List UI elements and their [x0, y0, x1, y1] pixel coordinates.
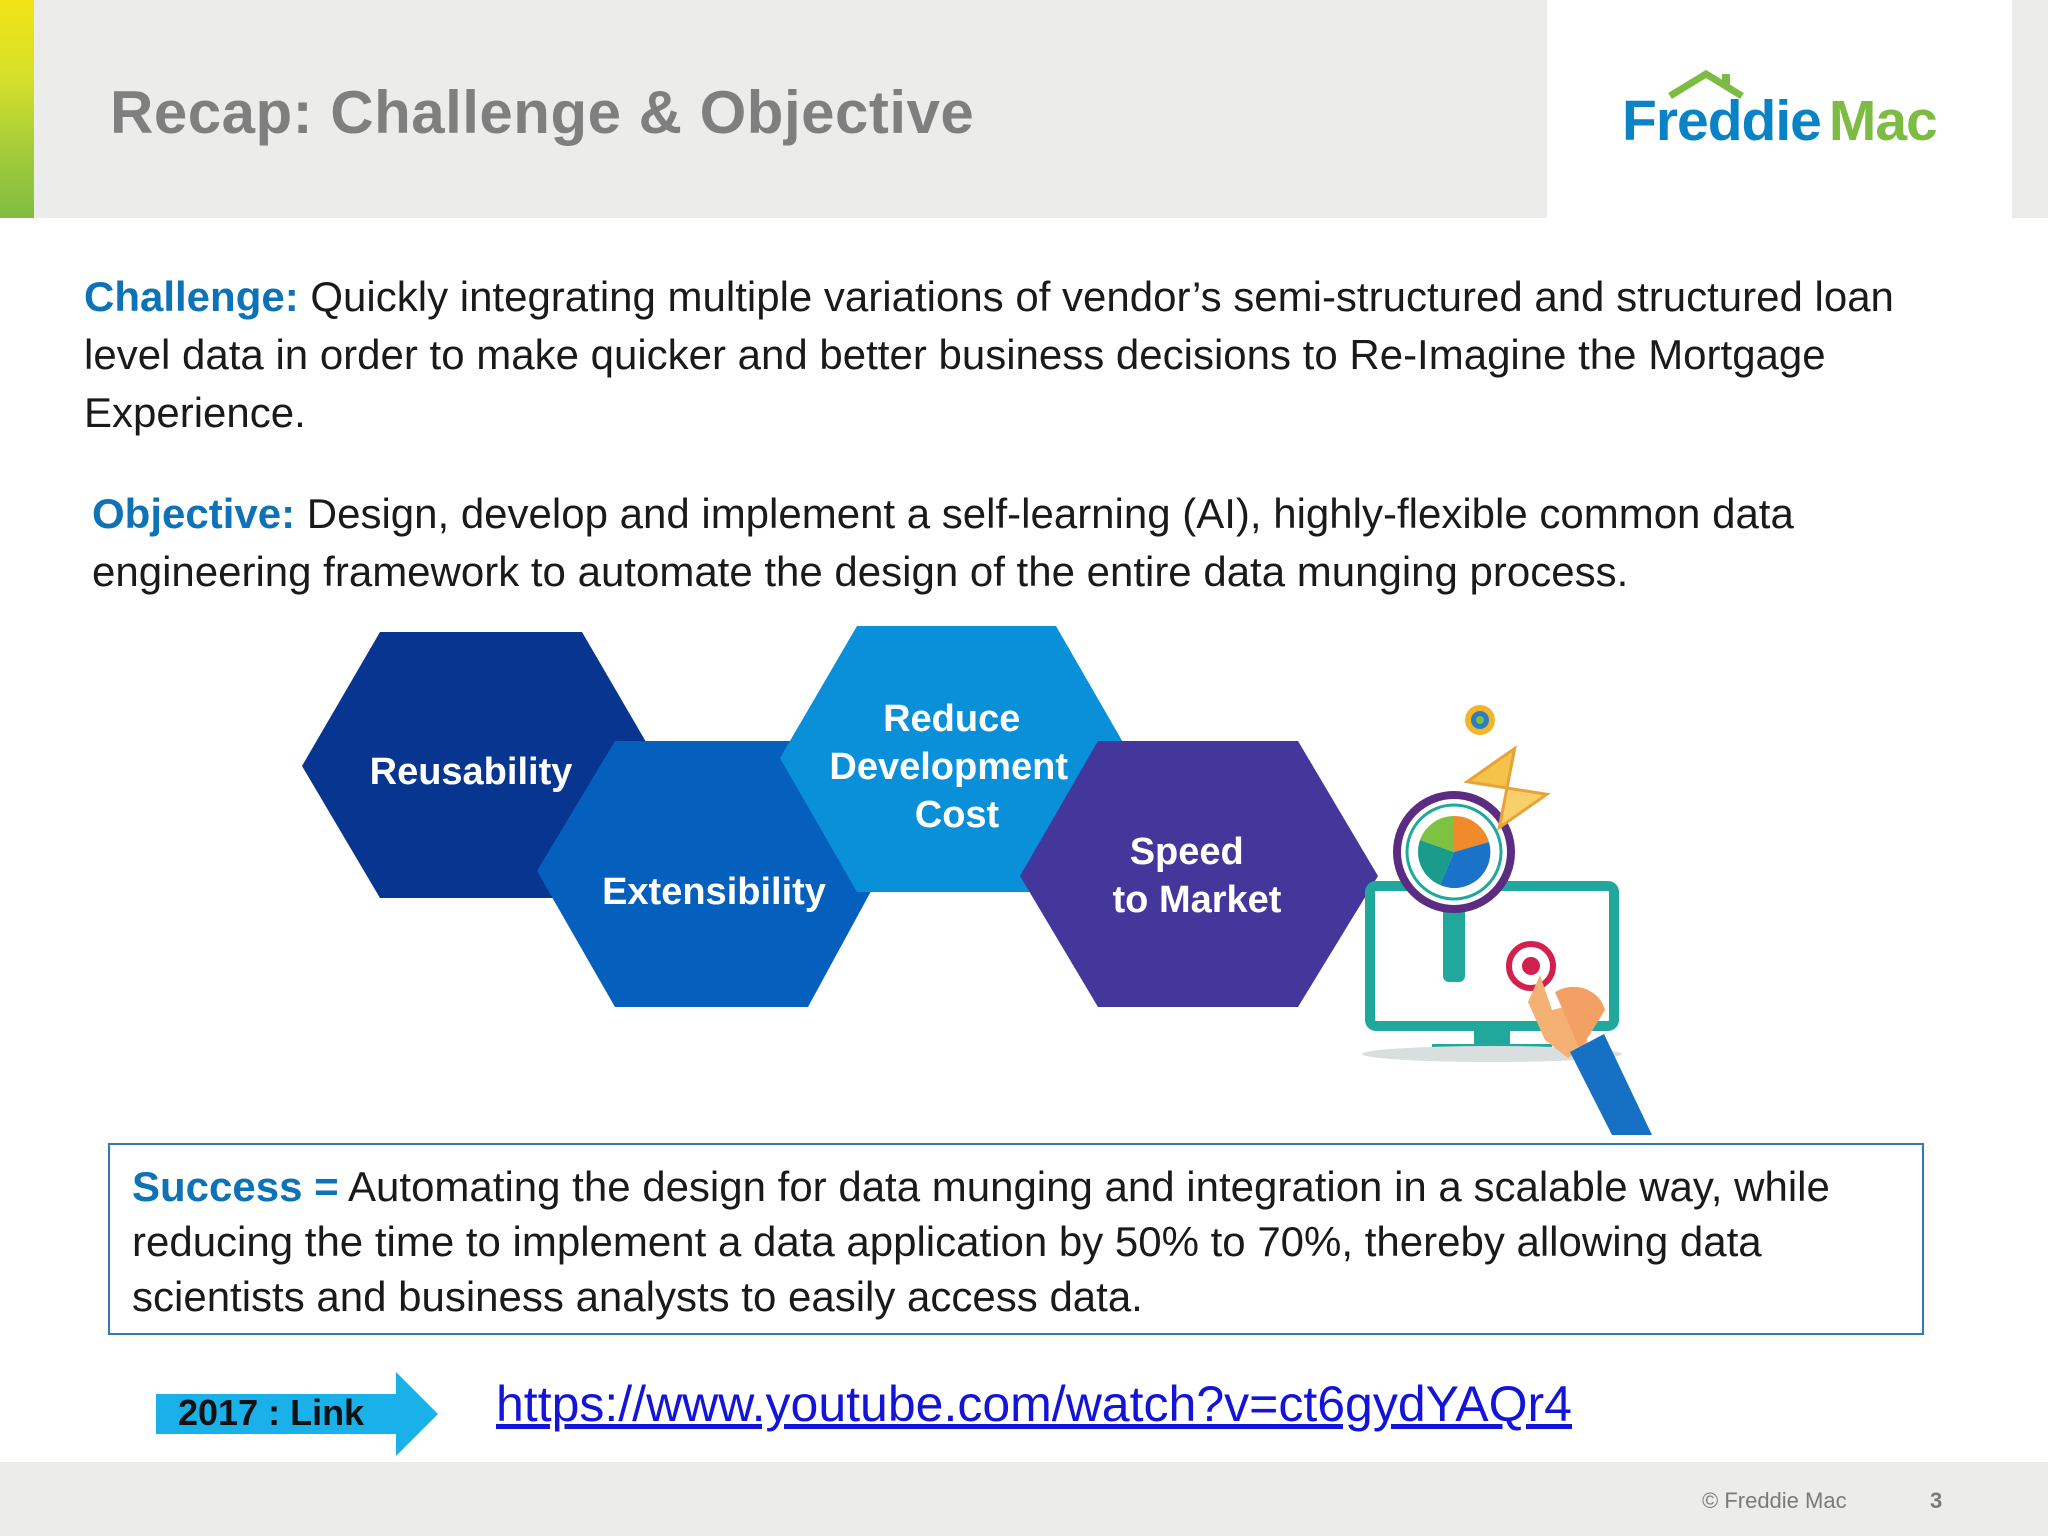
- hex-label-speed-to-market: Speed to Market: [1113, 831, 1282, 921]
- hex-label-reusability: Reusability: [370, 751, 573, 793]
- footer-copyright: © Freddie Mac: [1702, 1488, 1847, 1513]
- success-paragraph: Success = Automating the design for data…: [132, 1159, 1912, 1324]
- logo-word-mac: Mac: [1828, 89, 1938, 153]
- hexagon-speed-to-market: [1020, 741, 1378, 1007]
- hexagon-extensibility: [537, 741, 882, 1007]
- youtube-link[interactable]: https://www.youtube.com/watch?v=ct6gydYA…: [496, 1376, 1572, 1432]
- magnifier-icon: [1393, 791, 1515, 982]
- logo-area: [1547, 0, 2012, 218]
- coin-icon: [1465, 705, 1495, 735]
- monitor-icon: [1362, 881, 1622, 1062]
- challenge-text: Quickly integrating multiple variations …: [84, 273, 1894, 436]
- objective-paragraph: Objective: Design, develop and implement…: [92, 485, 1902, 601]
- accent-stripe: [0, 0, 34, 218]
- objective-text: Design, develop and implement a self-lea…: [92, 490, 1794, 595]
- pie-chart-icon: [1417, 815, 1491, 889]
- footer-bar: [0, 1462, 2048, 1536]
- header-right-band: [2012, 0, 2048, 218]
- target-icon: [1506, 941, 1556, 991]
- success-box: Success = Automating the design for data…: [108, 1143, 1924, 1335]
- hex-label-reduce-cost: Reduce Development Cost: [829, 698, 1078, 836]
- challenge-paragraph: Challenge: Quickly integrating multiple …: [84, 268, 1894, 442]
- header-band: [0, 0, 1547, 218]
- right-arrow-icon: [156, 1372, 438, 1456]
- page-number: 3: [1930, 1488, 1943, 1513]
- hand-pointer-icon: [1528, 975, 1652, 1135]
- hexagon-reusability: [302, 632, 660, 898]
- objective-label: Objective:: [92, 490, 296, 537]
- logo-word-freddie: Freddie: [1622, 89, 1822, 153]
- challenge-label: Challenge:: [84, 273, 299, 320]
- hourglass-icon: [1463, 745, 1551, 831]
- house-roof-icon: [1668, 70, 1744, 99]
- link-arrow-tag: 2017 : Link: [156, 1372, 438, 1456]
- hexagon-reduce-cost: [780, 626, 1132, 892]
- hex-label-extensibility: Extensibility: [602, 871, 826, 913]
- slide-title: Recap: Challenge & Objective: [110, 79, 975, 146]
- success-text: Automating the design for data munging a…: [132, 1163, 1830, 1320]
- link-year-label: 2017 : Link: [178, 1392, 365, 1433]
- success-label: Success =: [132, 1163, 339, 1210]
